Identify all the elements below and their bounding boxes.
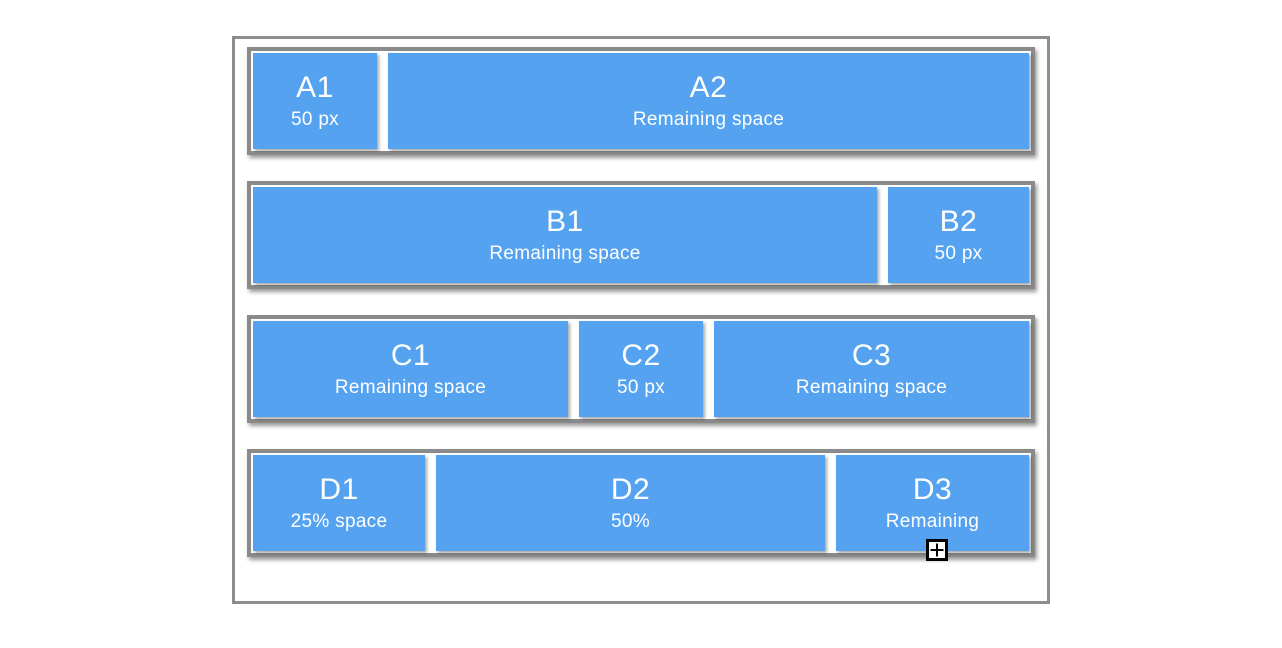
box-d2-title: D2 <box>610 472 651 506</box>
box-b2-subtitle: 50 px <box>934 242 983 264</box>
box-b1-title: B1 <box>546 204 584 238</box>
box-d3-title: D3 <box>912 472 953 506</box>
row-c: C1 Remaining space C2 50 px C3 Remaining… <box>247 315 1035 423</box>
plus-crosshair-icon <box>926 539 948 561</box>
box-d3: D3 Remaining <box>836 455 1029 551</box>
box-a1-title: A1 <box>296 70 334 104</box>
box-d1: D1 25% space <box>253 455 425 551</box>
box-d1-subtitle: 25% space <box>290 510 388 532</box>
box-d3-subtitle: Remaining <box>885 510 980 532</box>
box-b2: B2 50 px <box>888 187 1029 283</box>
box-a2-title: A2 <box>689 70 728 104</box>
box-d2-subtitle: 50% <box>611 510 650 532</box>
box-a1: A1 50 px <box>253 53 377 149</box>
box-a2: A2 Remaining space <box>388 53 1029 149</box>
box-c2: C2 50 px <box>579 321 703 417</box>
box-b1: B1 Remaining space <box>253 187 877 283</box>
box-c1-subtitle: Remaining space <box>334 376 487 398</box>
box-c3: C3 Remaining space <box>714 321 1029 417</box>
box-a2-subtitle: Remaining space <box>632 108 785 130</box>
box-c2-subtitle: 50 px <box>617 376 665 398</box>
flex-demo-container: A1 50 px A2 Remaining space B1 Remaining… <box>232 36 1050 604</box>
box-c2-title: C2 <box>621 338 661 372</box>
box-c3-subtitle: Remaining space <box>795 376 948 398</box>
box-c1: C1 Remaining space <box>253 321 568 417</box>
box-d2: D2 50% <box>436 455 825 551</box>
row-b: B1 Remaining space B2 50 px <box>247 181 1035 289</box>
box-b1-subtitle: Remaining space <box>489 242 641 264</box>
box-b2-title: B2 <box>939 204 978 238</box>
box-a1-subtitle: 50 px <box>291 108 339 130</box>
box-d1-title: D1 <box>319 472 359 506</box>
row-d: D1 25% space D2 50% D3 Remaining <box>247 449 1035 557</box>
box-c1-title: C1 <box>390 338 431 372</box>
plus-crosshair-cursor-icon <box>926 539 948 561</box>
row-a: A1 50 px A2 Remaining space <box>247 47 1035 155</box>
box-c3-title: C3 <box>851 338 892 372</box>
